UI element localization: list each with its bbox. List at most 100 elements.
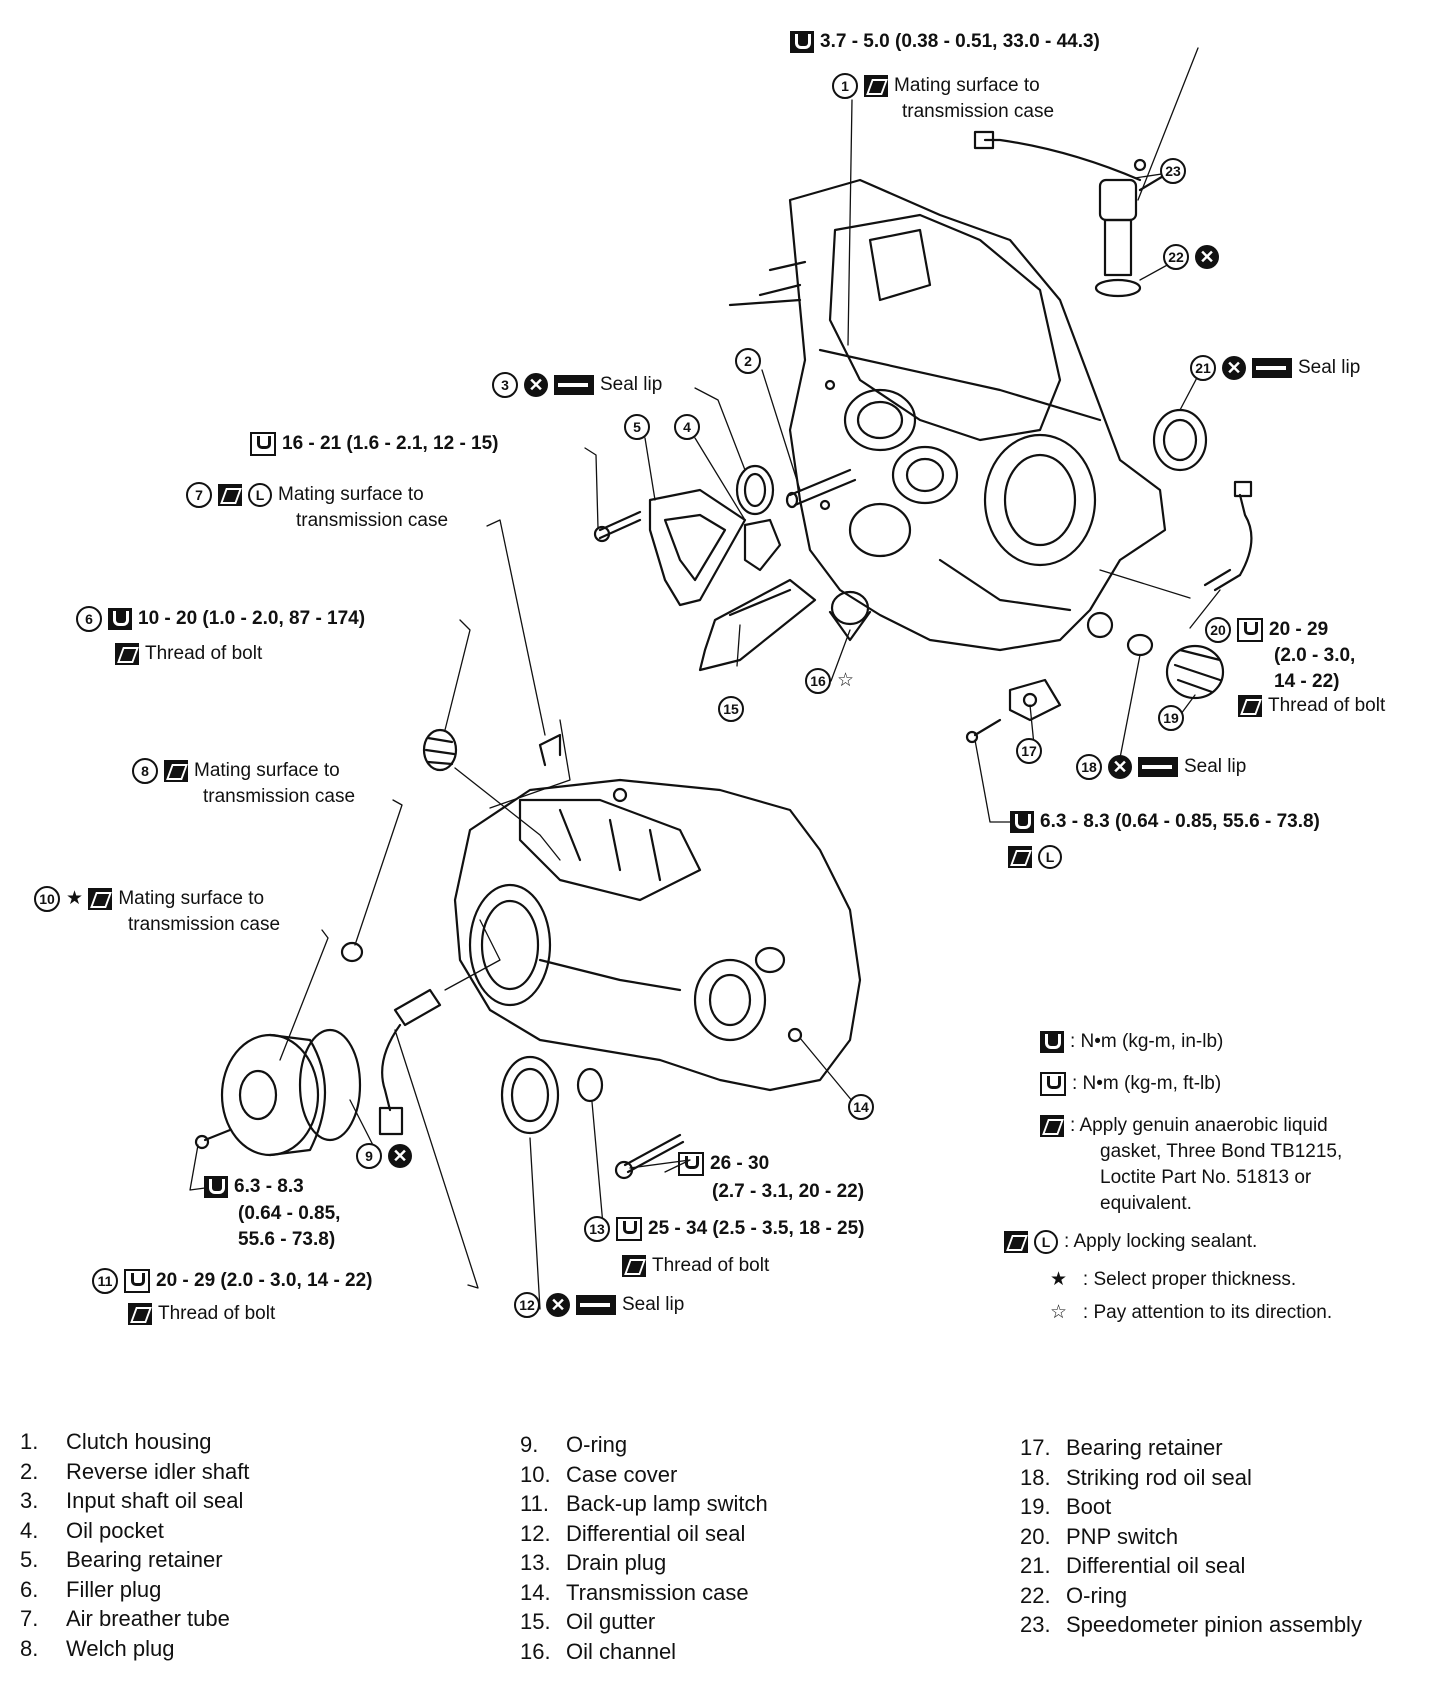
list-item: 14.Transmission case — [520, 1579, 749, 1605]
replace-x-icon: ✕ — [524, 373, 548, 397]
wrench-ft-lb-icon — [124, 1269, 150, 1293]
replace-x-icon: ✕ — [546, 1293, 570, 1317]
legend-locking: L: Apply locking sealant. — [1004, 1230, 1257, 1254]
callout-number-4: 4 — [674, 414, 700, 440]
callout-number-11: 11 — [92, 1268, 118, 1294]
callout-19: 19 — [1158, 705, 1190, 731]
list-item: 17.Bearing retainer — [1020, 1435, 1223, 1460]
torque-26-30: 26 - 30 — [678, 1152, 769, 1176]
callout-20-line3: 14 - 22) — [1274, 671, 1340, 692]
wrench-in-lb-icon — [1010, 810, 1034, 833]
callout-number-23: 23 — [1160, 158, 1186, 184]
callout-21: 21✕Seal lip — [1190, 355, 1360, 381]
callout-number-6: 6 — [76, 606, 102, 632]
list-item: 8.Welch plug — [20, 1635, 175, 1661]
callout-number-22: 22 — [1163, 244, 1189, 270]
gasket-icon — [1008, 846, 1032, 868]
callout-number-7: 7 — [186, 482, 212, 508]
callout-8-line2: transmission case — [203, 786, 356, 807]
callout-10-line2: transmission case — [128, 914, 281, 935]
callout-7-line2: transmission case — [296, 510, 449, 531]
torque-16-21-label: 16 - 21 (1.6 - 2.1, 12 - 15) — [250, 432, 499, 456]
wrench-in-lb-icon — [204, 1175, 228, 1198]
list-item: 11.Back-up lamp switch — [520, 1491, 768, 1516]
wrench-ft-lb-icon — [1040, 1072, 1066, 1096]
callout-number-10: 10 — [34, 886, 60, 912]
list-item: 15.Oil gutter — [520, 1609, 656, 1634]
list-item: 13.Drain plug — [520, 1550, 667, 1575]
gasket-icon — [622, 1254, 646, 1277]
list-item: 20.PNP switch — [1020, 1523, 1179, 1549]
filled-star-icon: ★ — [1050, 1269, 1068, 1290]
parts-list-col-2: 9.O-ring 10.Case cover 11.Back-up lamp s… — [520, 1430, 768, 1666]
legend-torque-in-lb: : N•m (kg-m, in-lb) — [1040, 1030, 1223, 1054]
filled-star-icon: ★ — [66, 888, 84, 910]
torque-6-3-8-3-left: 6.3 - 8.3 — [204, 1175, 304, 1199]
list-item: 22.O-ring — [1020, 1582, 1128, 1608]
callout-11-thread: Thread of bolt — [128, 1302, 275, 1326]
list-item: 4.Oil pocket — [20, 1517, 164, 1543]
callout-number-17: 17 — [1016, 738, 1042, 764]
legend-gasket-line2: gasket, Three Bond TB1215, — [1100, 1141, 1343, 1162]
clutch-housing-drawing — [728, 178, 1167, 652]
gasket-icon — [88, 888, 113, 910]
callout-20-line2: (2.0 - 3.0, — [1274, 645, 1356, 666]
callout-23: 23 — [1160, 158, 1192, 184]
legend-gasket-line3: Loctite Part No. 51813 or — [1100, 1167, 1312, 1188]
list-item: 9.O-ring — [520, 1432, 628, 1457]
replace-x-icon: ✕ — [1108, 755, 1132, 779]
callout-number-14: 14 — [848, 1094, 874, 1120]
torque-6-3-8-3-left-line3: 55.6 - 73.8) — [238, 1229, 336, 1250]
wrench-ft-lb-icon — [678, 1152, 704, 1176]
callout-15: 15 — [718, 696, 750, 722]
callout-16: 16☆ — [805, 668, 854, 694]
callout-number-1: 1 — [832, 73, 858, 99]
callout-5: 5 — [624, 414, 656, 440]
list-item: 12.Differential oil seal — [520, 1520, 746, 1546]
list-item: 6.Filler plug — [20, 1576, 162, 1602]
grease-icon — [1252, 358, 1292, 378]
callout-number-20: 20 — [1205, 617, 1231, 643]
callout-1-line2: transmission case — [902, 101, 1055, 122]
list-item: 18.Striking rod oil seal — [1020, 1464, 1252, 1490]
list-item: 3.Input shaft oil seal — [20, 1488, 244, 1513]
torque-6-3-8-3-left-line2: (0.64 - 0.85, — [238, 1203, 341, 1224]
wrench-ft-lb-icon — [250, 432, 276, 456]
callout-9: 9✕ — [356, 1143, 418, 1169]
callout-number-16: 16 — [805, 668, 831, 694]
callout-number-5: 5 — [624, 414, 650, 440]
open-star-icon: ☆ — [1050, 1302, 1068, 1323]
list-item: 1.Clutch housing — [20, 1429, 212, 1454]
callout-right-bolt-icons: L — [1008, 845, 1068, 869]
wrench-in-lb-icon — [790, 30, 814, 53]
locking-sealant-icon: L — [1034, 1230, 1058, 1254]
callout-number-18: 18 — [1076, 754, 1102, 780]
torque-26-30-line2: (2.7 - 3.1, 20 - 22) — [712, 1181, 865, 1202]
replace-x-icon: ✕ — [1195, 245, 1219, 269]
gasket-icon — [164, 760, 188, 782]
callout-14: 14 — [848, 1094, 880, 1120]
torque-6-3-8-3-right: 6.3 - 8.3 (0.64 - 0.85, 55.6 - 73.8) — [1010, 810, 1320, 834]
legend-thickness: ★ : Select proper thickness. — [1050, 1269, 1297, 1290]
list-item: 23.Speedometer pinion assembly — [1020, 1612, 1362, 1637]
callout-number-9: 9 — [356, 1143, 382, 1169]
list-item: 2.Reverse idler shaft — [20, 1458, 250, 1484]
callout-number-3: 3 — [492, 372, 518, 398]
wrench-in-lb-icon — [1040, 1030, 1064, 1053]
parts-list-col-3: 17.Bearing retainer 18.Striking rod oil … — [1020, 1433, 1362, 1640]
list-item: 16.Oil channel — [520, 1638, 677, 1664]
grease-icon — [554, 375, 594, 395]
callout-20-thread: Thread of bolt — [1238, 694, 1385, 718]
callout-number-19: 19 — [1158, 705, 1184, 731]
gasket-icon — [864, 75, 888, 97]
parts-list-col-1: 1.Clutch housing 2.Reverse idler shaft 3… — [20, 1427, 249, 1663]
callout-17: 17 — [1016, 738, 1048, 764]
callout-22: 22✕ — [1163, 244, 1225, 270]
torque-23-label: 3.7 - 5.0 (0.38 - 0.51, 33.0 - 44.3) — [790, 30, 1100, 54]
callout-2: 2 — [735, 348, 767, 374]
callout-number-8: 8 — [132, 758, 158, 784]
